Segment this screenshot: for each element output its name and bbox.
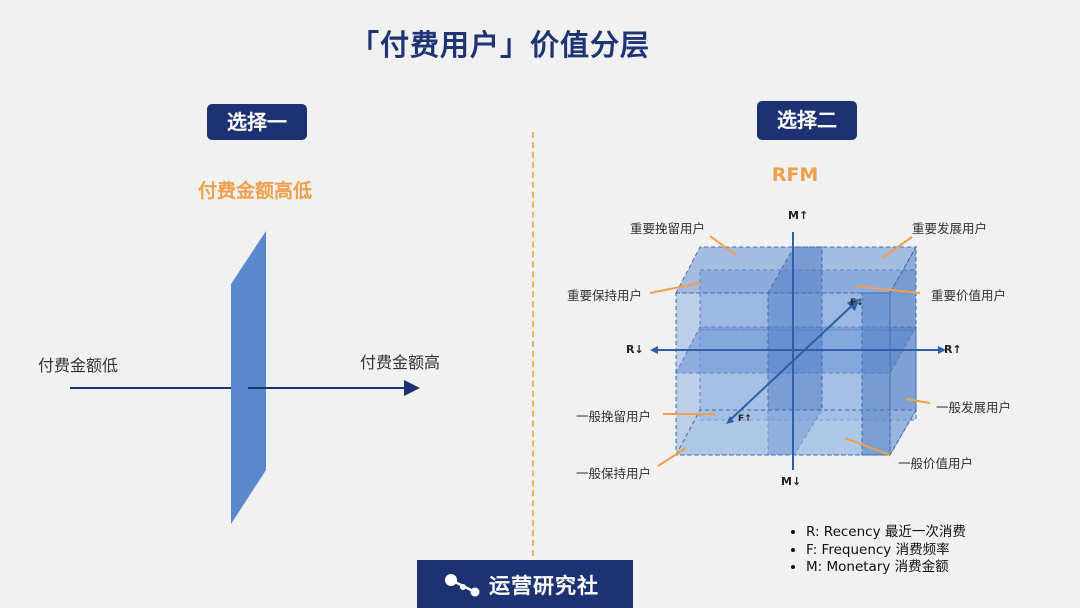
rfm-legend: R: Recency 最近一次消费 F: Frequency 消费频率 M: M… (790, 524, 966, 577)
callout-important-retain (649, 282, 701, 294)
segment-important-winback: 重要挽留用户 (630, 221, 706, 236)
callout-general-value (844, 437, 891, 456)
amount-split-plane (231, 231, 266, 524)
segment-important-develop: 重要发展用户 (912, 221, 988, 236)
segment-general-value: 一般价值用户 (898, 456, 974, 471)
amount-high-label: 付费金额高 (360, 353, 441, 372)
option-two-badge: 选择二 (757, 101, 857, 140)
amount-low-label: 付费金额低 (38, 356, 119, 375)
legend-monetary: M: Monetary 消费金额 (806, 559, 966, 577)
callout-general-develop (905, 398, 931, 404)
page-title: 「付费用户」价值分层 (349, 28, 650, 62)
brand-name: 运营研究社 (489, 574, 599, 598)
segment-general-retain: 一般保持用户 (576, 466, 652, 481)
callout-important-develop (881, 236, 913, 259)
cube-bottom-face (675, 409, 917, 456)
f-down-label: F↓ (850, 298, 864, 308)
callout-important-value (854, 285, 921, 294)
m-down-label: M↓ (781, 475, 802, 488)
f-axis (729, 298, 860, 421)
rfm-subtitle: RFM (771, 164, 819, 186)
r-down-label: R↓ (626, 343, 644, 356)
legend-frequency: F: Frequency 消费频率 (806, 542, 966, 560)
molecule-dots-icon (445, 574, 480, 597)
cube-right-block (861, 292, 891, 456)
segment-important-value: 重要价值用户 (931, 288, 1007, 303)
center-divider (532, 132, 534, 556)
callout-important-winback (709, 235, 737, 256)
segment-important-retain: 重要保持用户 (567, 288, 643, 303)
r-up-label: R↑ (944, 343, 962, 356)
legend-recency: R: Recency 最近一次消费 (806, 524, 966, 542)
segment-general-winback: 一般挽留用户 (576, 409, 652, 424)
cube-front-face (675, 292, 891, 456)
option-one-subtitle: 付费金额高低 (197, 180, 312, 202)
f-up-label: F↑ (738, 414, 752, 424)
segment-general-develop: 一般发展用户 (936, 400, 1012, 415)
brand-footer: 运营研究社 (417, 560, 633, 608)
callout-general-retain (657, 447, 687, 467)
m-up-label: M↑ (788, 209, 809, 222)
option-one-badge: 选择一 (207, 104, 307, 140)
